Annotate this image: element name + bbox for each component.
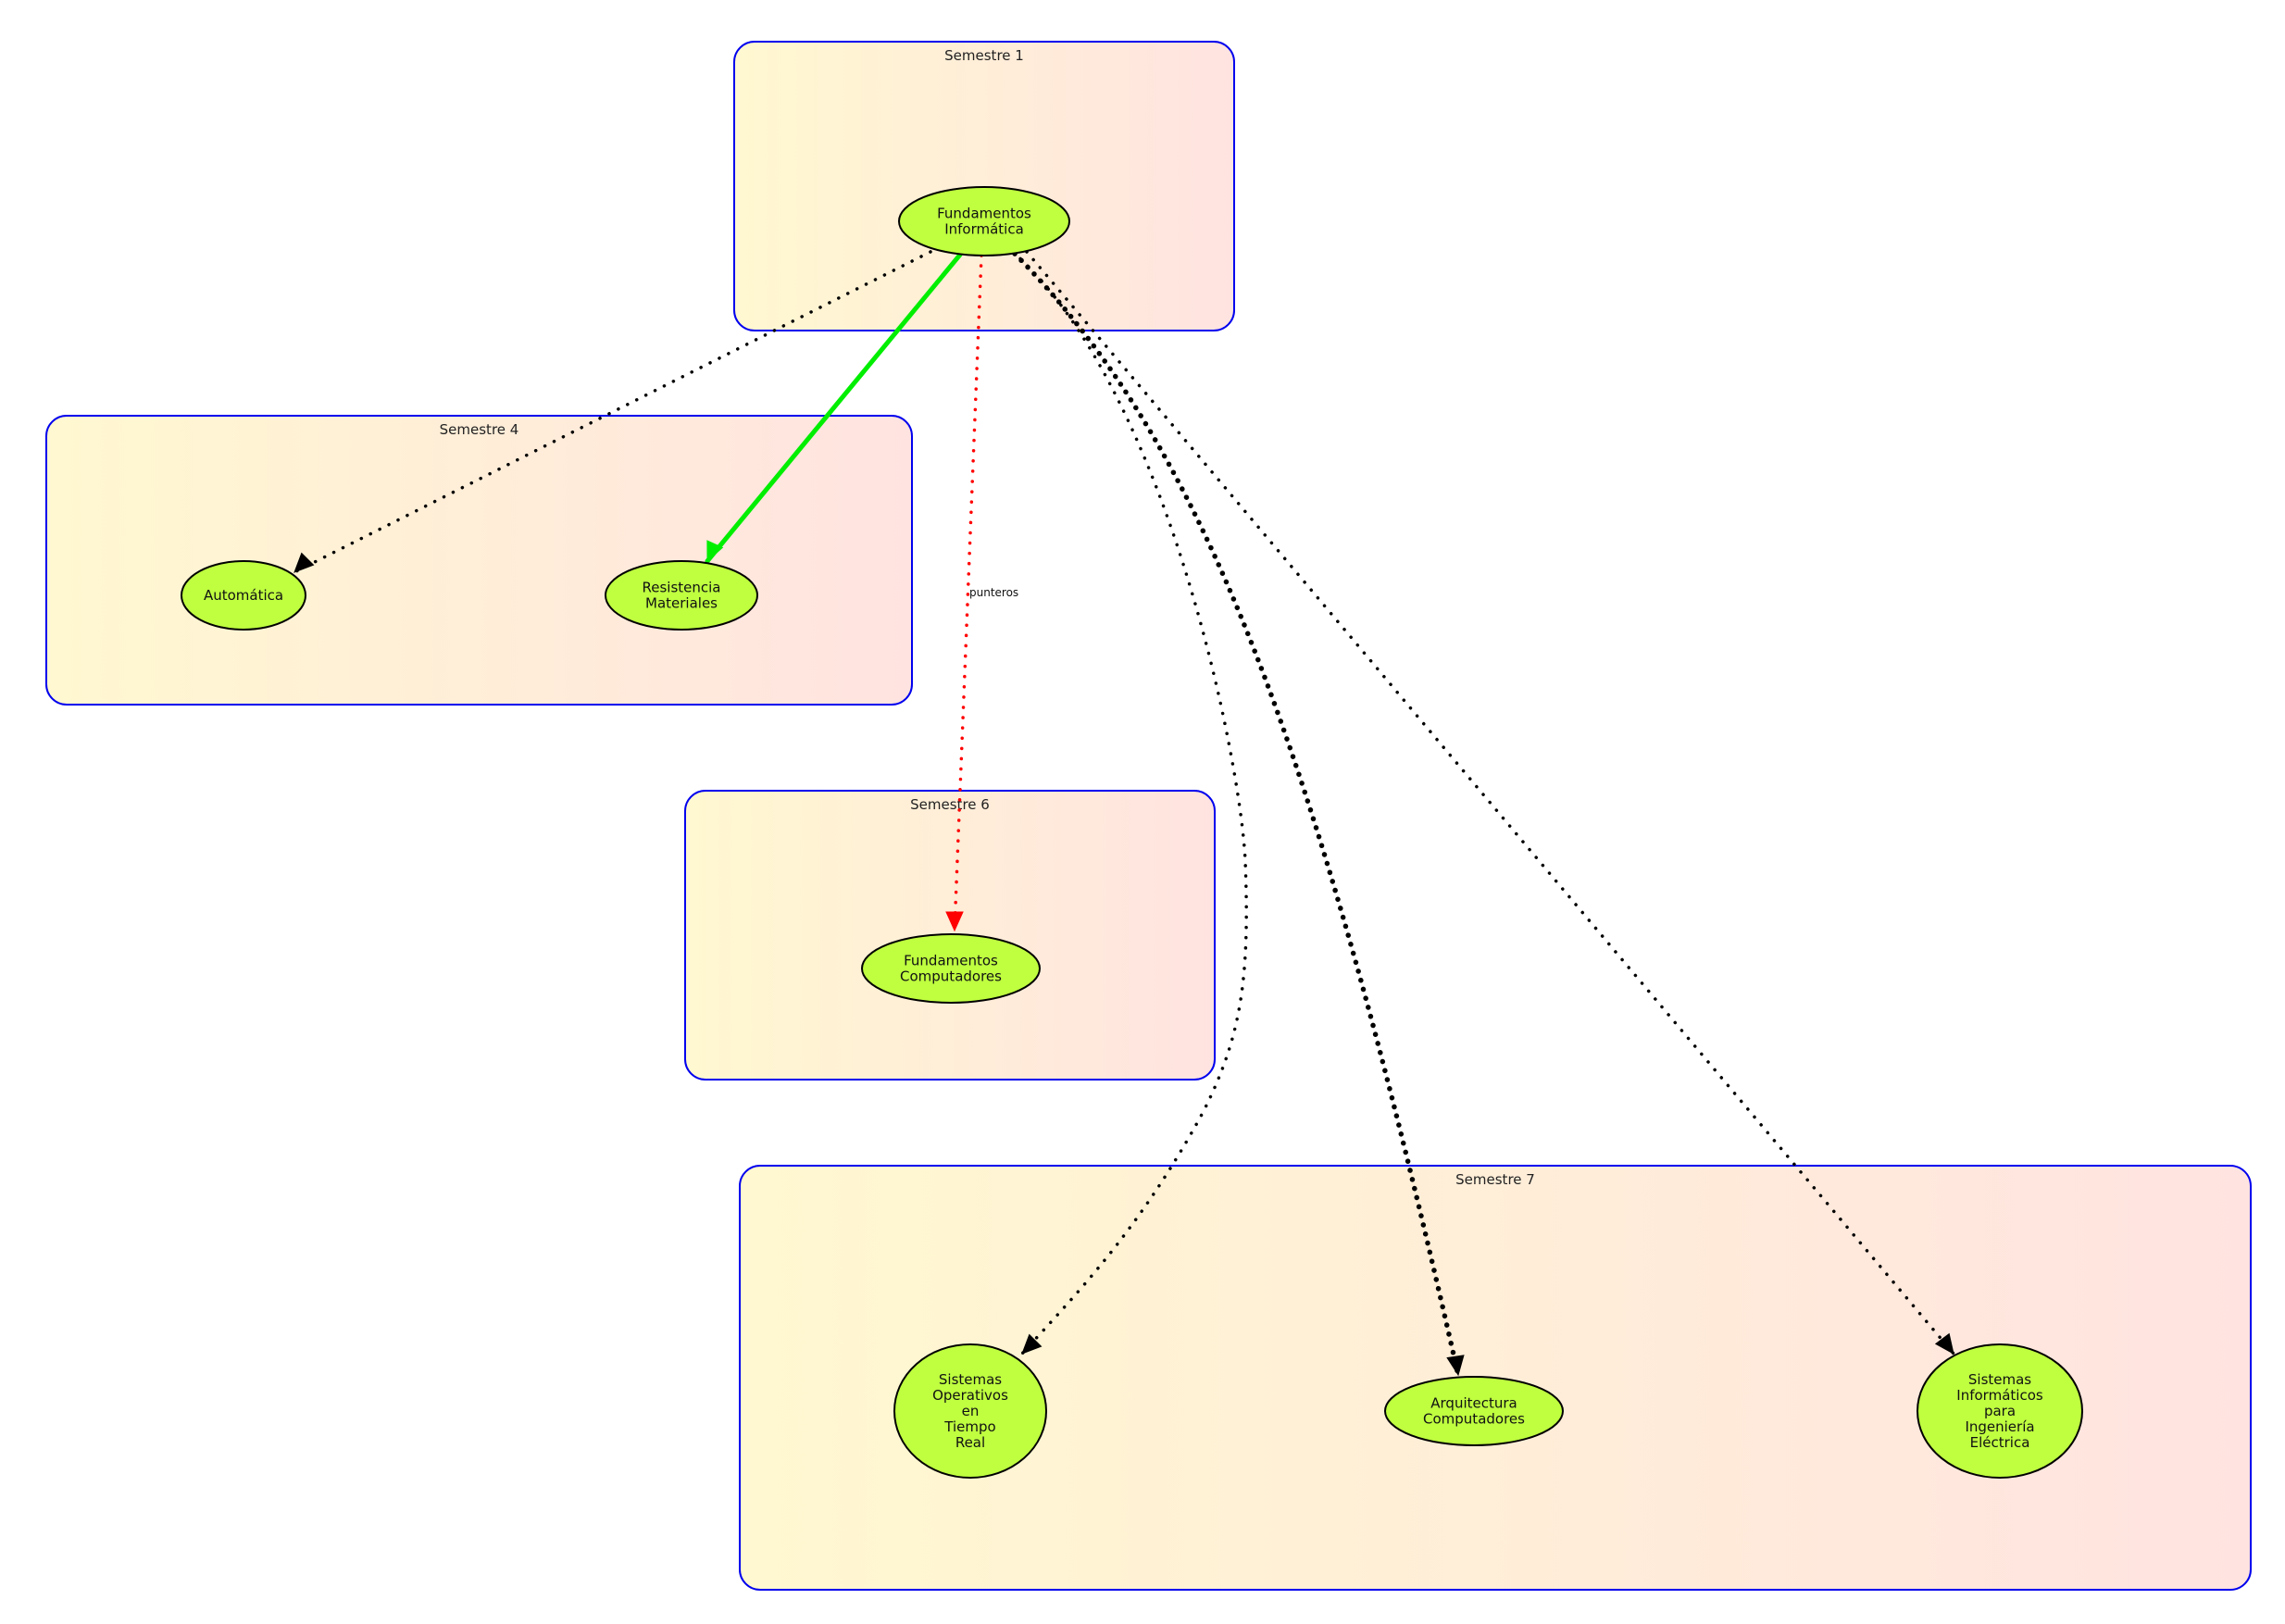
arrowhead: [1446, 1355, 1465, 1377]
edge-fi-rm: [705, 252, 963, 564]
node-ellipse[interactable]: [893, 1343, 1047, 1479]
node-label-line: Sistemas: [939, 1371, 1002, 1388]
edge-fi-ac: [1012, 251, 1465, 1378]
edge-line: [1011, 250, 1248, 1355]
cluster-sem4: Semestre 4: [45, 415, 913, 706]
node-aut[interactable]: Automática: [181, 560, 306, 631]
node-sie[interactable]: SistemasInformáticosparaIngenieríaEléctr…: [1917, 1343, 2083, 1479]
node-label-line: Computadores: [900, 968, 1002, 985]
node-label-line: Real: [955, 1434, 985, 1451]
cluster-label: Semestre 6: [910, 796, 990, 813]
node-label-line: Informáticos: [1956, 1387, 2043, 1404]
arrowhead: [945, 911, 964, 932]
cluster-label: Semestre 7: [1455, 1171, 1535, 1188]
node-label-line: Materiales: [645, 595, 718, 612]
node-label-line: Operativos: [932, 1387, 1008, 1404]
arrowhead: [1021, 1333, 1043, 1355]
edges-layer: punteros: [293, 250, 1955, 1378]
node-label-line: Automática: [204, 587, 283, 604]
edge-line: [1025, 250, 1955, 1355]
edge-line: [705, 252, 963, 564]
arrowhead: [293, 552, 315, 573]
node-label-line: Resistencia: [643, 580, 721, 596]
node-ellipse[interactable]: [898, 186, 1070, 256]
clusters-layer: Semestre 1 Semestre 4 Semestre 6 Semestre 7: [45, 41, 2252, 1591]
node-label-line: Arquitectura: [1430, 1395, 1517, 1412]
node-label-line: Fundamentos: [937, 206, 1031, 222]
edge-fi-sotr: [1011, 250, 1248, 1355]
edge-fi-fc: punteros: [945, 254, 1018, 932]
node-label-line: Sistemas: [1968, 1371, 2031, 1388]
node-ellipse[interactable]: [605, 560, 758, 631]
node-label-line: Tiempo: [943, 1418, 995, 1435]
cluster-label: Semestre 4: [440, 421, 519, 438]
edge-line: [1012, 251, 1461, 1378]
node-label-line: en: [962, 1403, 980, 1419]
edge-line: [953, 254, 983, 932]
arrowhead: [1934, 1332, 1954, 1355]
node-label-line: Ingeniería: [1965, 1418, 2034, 1435]
node-label-line: Informática: [944, 221, 1024, 238]
node-ellipse[interactable]: [181, 560, 306, 631]
node-label-line: para: [1984, 1403, 2016, 1419]
node-ellipse[interactable]: [1384, 1376, 1564, 1446]
cluster-box: [45, 415, 913, 706]
node-label-line: Computadores: [1423, 1411, 1525, 1428]
node-label-line: Fundamentos: [904, 953, 998, 969]
node-ellipse[interactable]: [1917, 1343, 2083, 1479]
edge-label: punteros: [969, 586, 1018, 599]
node-ellipse[interactable]: [861, 933, 1041, 1004]
edge-fi-aut: [293, 250, 932, 574]
cluster-label: Semestre 1: [944, 47, 1024, 64]
edge-fi-sie: [1025, 250, 1955, 1355]
node-label-line: Eléctrica: [1970, 1434, 2030, 1451]
arrowhead: [706, 540, 724, 563]
